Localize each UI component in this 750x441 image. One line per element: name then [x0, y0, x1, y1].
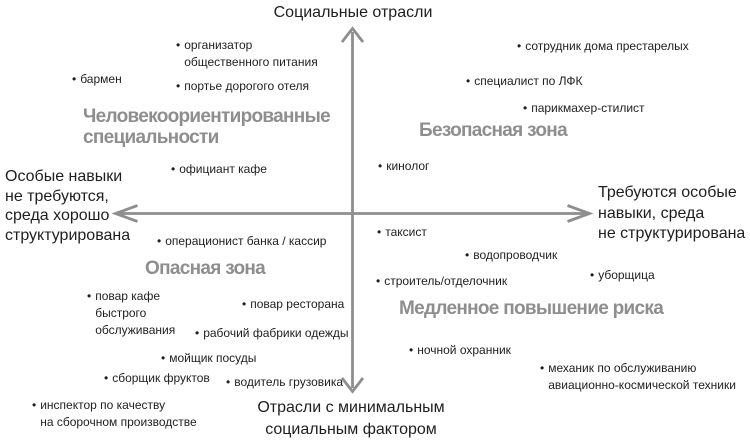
job-label: рабочий фабрики одежды: [203, 326, 349, 340]
bullet-icon: •: [523, 101, 528, 115]
job-label: операционист банка / кассир: [165, 234, 327, 248]
job-item: • повар ресторана: [242, 296, 344, 313]
job-item: • парикмахер-стилист: [523, 100, 645, 117]
up-arrowhead-icon: [340, 26, 365, 43]
bullet-icon: •: [176, 79, 181, 93]
job-label: бармен: [80, 72, 122, 86]
bullet-icon: •: [590, 268, 595, 282]
axis-label-left: Особые навыки не требуются, среда хорошо…: [5, 168, 131, 244]
job-item: • ночной охранник: [409, 342, 511, 359]
job-item: • бармен: [72, 71, 122, 88]
quadrant-title-top-left: Человекоориентированные специальности: [83, 106, 331, 148]
axis-label-right: Требуются особые навыки, среда не структ…: [598, 184, 746, 242]
job-item: • кинолог: [378, 158, 429, 175]
bullet-icon: •: [171, 162, 176, 176]
job-item: • официант кафе: [171, 161, 267, 178]
bullet-icon: •: [378, 159, 383, 173]
bullet-icon: •: [517, 39, 522, 53]
job-item: • операционист банка / кассир: [157, 233, 326, 250]
bullet-icon: •: [195, 326, 200, 340]
bullet-icon: •: [377, 225, 382, 239]
job-label: парикмахер-стилист: [531, 101, 645, 115]
bullet-icon: •: [87, 289, 92, 303]
job-item: • повар кафе быстрого обслуживания: [87, 288, 175, 339]
axis-label-bottom: Отрасли с минимальным социальным факторо…: [257, 399, 445, 438]
bullet-icon: •: [242, 297, 247, 311]
job-item: • мойщик посуды: [161, 350, 256, 367]
job-item: • уборщица: [590, 267, 655, 284]
job-item: • водитель грузовика: [226, 374, 343, 391]
job-label: повар ресторана: [250, 297, 345, 311]
job-label: строитель/отделочник: [384, 274, 508, 288]
job-label: кинолог: [386, 159, 430, 173]
bullet-icon: •: [540, 361, 545, 375]
bullet-icon: •: [104, 371, 109, 385]
job-label: сборщик фруктов: [112, 371, 210, 385]
quadrant-title-top-right: Безопасная зона: [419, 120, 568, 141]
job-label: официант кафе: [179, 162, 267, 176]
job-item: • портье дорогого отеля: [176, 78, 309, 95]
job-label: уборщица: [598, 268, 655, 282]
job-label: механик по обслуживанию авиационно-косми…: [548, 361, 736, 392]
job-label: портье дорогого отеля: [184, 79, 310, 93]
bullet-icon: •: [161, 351, 166, 365]
quadrant-title-bottom-right: Медленное повышение риска: [399, 298, 664, 319]
job-label: инспектор по качеству на сборочном произ…: [40, 398, 197, 429]
job-item: • строитель/отделочник: [376, 273, 507, 290]
bullet-icon: •: [176, 38, 181, 52]
job-label: специалист по ЛФК: [474, 74, 583, 88]
bullet-icon: •: [226, 375, 231, 389]
right-arrowhead-icon: [567, 204, 594, 223]
job-item: • специалист по ЛФК: [466, 73, 583, 90]
bullet-icon: •: [466, 74, 471, 88]
job-item: • механик по обслуживанию авиационно-кос…: [540, 360, 736, 394]
axis-label-top: Социальные отрасли: [273, 4, 433, 21]
job-label: повар кафе быстрого обслуживания: [95, 289, 176, 337]
job-label: водопроводчик: [473, 248, 558, 262]
job-item: • таксист: [377, 224, 427, 241]
down-arrowhead-icon: [340, 377, 365, 394]
quadrant-title-bottom-left: Опасная зона: [145, 258, 266, 279]
job-label: ночной охранник: [417, 343, 511, 357]
left-arrowhead-icon: [111, 204, 138, 223]
job-item: • организатор общественного питания: [176, 37, 318, 71]
bullet-icon: •: [409, 343, 414, 357]
job-label: организатор общественного питания: [184, 38, 318, 69]
job-item: • сборщик фруктов: [104, 370, 210, 387]
job-label: таксист: [385, 225, 427, 239]
job-label: водитель грузовика: [234, 375, 344, 389]
job-item: • сотрудник дома престарелых: [517, 38, 689, 55]
bullet-icon: •: [376, 274, 381, 288]
job-item: • инспектор по качеству на сборочном про…: [32, 397, 197, 431]
bullet-icon: •: [72, 72, 77, 86]
bullet-icon: •: [157, 234, 162, 248]
job-item: • водопроводчик: [465, 247, 557, 264]
bullet-icon: •: [32, 398, 37, 412]
job-label: мойщик посуды: [169, 351, 257, 365]
job-label: сотрудник дома престарелых: [525, 39, 689, 53]
job-item: • рабочий фабрики одежды: [195, 325, 349, 342]
bullet-icon: •: [465, 248, 470, 262]
